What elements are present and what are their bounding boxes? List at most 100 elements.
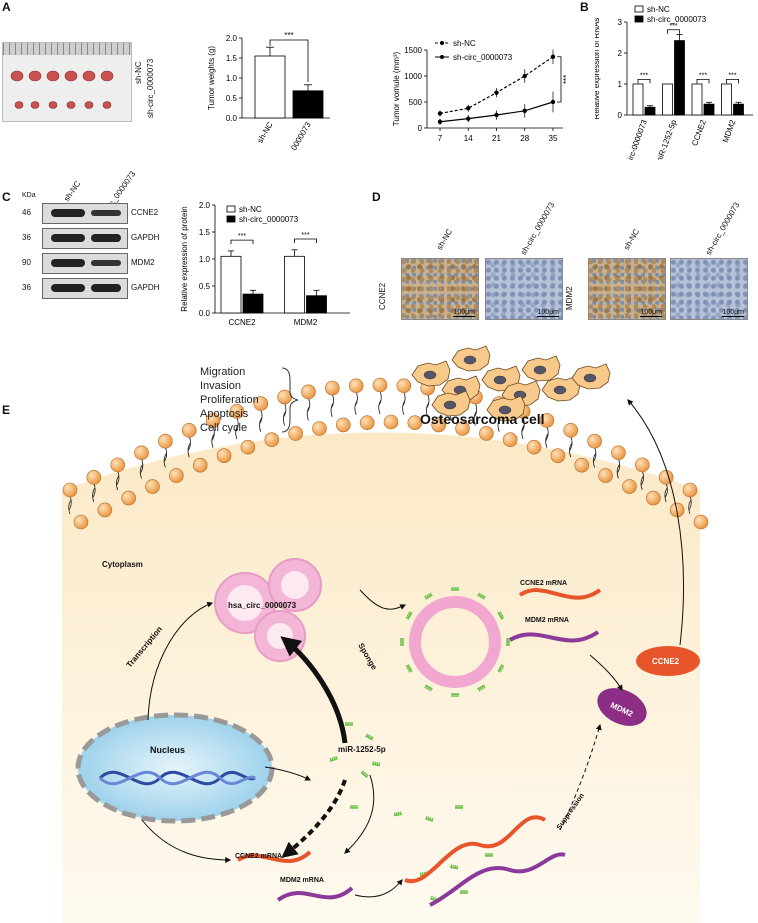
weights-ytick-label: 0.5 bbox=[226, 94, 238, 103]
photo-label-sh-nc: sh-NC bbox=[134, 61, 143, 84]
mirna-glyph bbox=[350, 805, 358, 809]
lipid-tail bbox=[569, 436, 573, 451]
lipid-tail bbox=[521, 417, 525, 432]
mirna-glyph bbox=[485, 853, 493, 857]
blot-row-mdm2 bbox=[42, 253, 128, 274]
volume-point-sh-nc bbox=[466, 106, 471, 111]
function-proliferation: Proliferation bbox=[200, 394, 259, 406]
volume-point-sh-circ-0000073 bbox=[550, 99, 556, 105]
lipid-head bbox=[86, 470, 102, 485]
mirna-glyph bbox=[451, 587, 459, 591]
protein-sig-bracket bbox=[294, 238, 317, 244]
blot-band bbox=[51, 234, 85, 242]
ccne2-protein-label: CCNE2 bbox=[652, 657, 680, 666]
lipid-tail bbox=[187, 442, 191, 458]
ccne2-mrna-label-top: CCNE2 mRNA bbox=[520, 580, 567, 587]
lipid-head bbox=[479, 426, 494, 441]
mirna-glyph bbox=[360, 770, 369, 779]
lipid-tail bbox=[235, 417, 239, 432]
protein-ylabel: Relative expression of protein bbox=[180, 206, 189, 311]
rna-sig-bracket bbox=[726, 78, 739, 84]
lipid-head bbox=[216, 448, 232, 463]
ccne2-mrna-top bbox=[518, 588, 602, 600]
mirna-glyph bbox=[497, 611, 505, 620]
panel-letter-c: C bbox=[2, 190, 11, 204]
lipid-head bbox=[301, 384, 316, 400]
rna-sig-bracket bbox=[667, 29, 680, 34]
volume-legend-marker bbox=[440, 55, 444, 59]
mdm2-mrna-label-bottom: MDM2 mRNA bbox=[280, 877, 324, 884]
rna-bar-sh-nc-mir-1252-5p bbox=[662, 83, 673, 116]
lipid-head bbox=[611, 445, 626, 461]
tumor-photo bbox=[2, 42, 132, 122]
lipid-tail bbox=[164, 447, 168, 462]
volume-point-sh-nc bbox=[437, 111, 443, 116]
lane-label-sh-nc: sh-NC bbox=[62, 179, 83, 204]
volume-xtick-label: 21 bbox=[492, 134, 501, 143]
sponge-arrow bbox=[280, 636, 348, 744]
rna-sig: *** bbox=[728, 72, 736, 79]
panel-letter-b: B bbox=[580, 0, 589, 14]
blot-band bbox=[51, 284, 85, 292]
rna-sig-bracket bbox=[637, 78, 651, 84]
rna-legend-label: sh-NC bbox=[647, 5, 670, 14]
function-brace bbox=[281, 367, 299, 433]
lipid-tail bbox=[593, 447, 597, 462]
cell-nucleus bbox=[553, 385, 567, 395]
ihc-image-ccne2-sh-nc: 100μm bbox=[401, 258, 479, 320]
blot-protein-label: GAPDH bbox=[131, 283, 160, 292]
volume-point-sh-circ-0000073 bbox=[494, 112, 499, 118]
lipid-head bbox=[253, 396, 269, 411]
mdm2-mrna-label-top: MDM2 mRNA bbox=[525, 617, 569, 624]
ccne2-mrna-bottom bbox=[236, 850, 312, 863]
rna-ytick-label: 1 bbox=[618, 80, 623, 89]
mirna-glyph bbox=[449, 864, 459, 870]
lipid-head bbox=[563, 423, 579, 438]
blot-protein-label: MDM2 bbox=[131, 258, 155, 267]
lipid-tail bbox=[330, 402, 334, 418]
volume-ytick-label: 0 bbox=[418, 124, 423, 133]
lipid-tail bbox=[688, 495, 692, 511]
volume-xtick-label: 14 bbox=[464, 134, 473, 143]
lipid-tail bbox=[378, 399, 382, 415]
mirna-glyph bbox=[430, 895, 439, 903]
lipid-head bbox=[693, 514, 709, 530]
protein-ytick-label: 0.0 bbox=[199, 309, 211, 318]
ihc-col-label: sh-circ_0000073 bbox=[704, 200, 742, 257]
lipid-head bbox=[646, 490, 661, 506]
blot-kda: 36 bbox=[22, 283, 31, 292]
protein-ytick-label: 1.0 bbox=[199, 255, 211, 264]
protein-bar-sh-nc-mdm2 bbox=[284, 255, 305, 314]
mechanism-diagram: Migration Invasion Proliferation Apoptos… bbox=[62, 345, 709, 923]
lipid-tail bbox=[235, 424, 239, 440]
ihc-col-label: sh-NC bbox=[435, 227, 455, 252]
lipid-tail bbox=[617, 458, 621, 473]
blot-row-gapdh bbox=[42, 278, 128, 299]
rna-bar-sh-circ-0000073-circ-0000073 bbox=[644, 106, 656, 116]
rna-sig: *** bbox=[699, 72, 707, 79]
mrna-to-suppression-arrow bbox=[354, 879, 403, 898]
rna-xtick-label: MDM2 bbox=[721, 118, 738, 144]
rna-legend-swatch bbox=[634, 5, 644, 13]
weights-ytick-label: 1.5 bbox=[226, 54, 238, 63]
blot-band bbox=[51, 259, 85, 267]
protein-ytick-label: 1.5 bbox=[199, 228, 211, 237]
lipid-head bbox=[192, 457, 208, 473]
nucleus bbox=[75, 712, 275, 824]
lipid-head bbox=[325, 380, 340, 396]
mdm2-mrna-top bbox=[508, 630, 600, 643]
lipid-tail bbox=[306, 406, 310, 421]
rna-xtick-label: circ-0000073 bbox=[625, 118, 649, 160]
lipid-head bbox=[145, 479, 160, 494]
protein-bar-sh-circ-0000073-mdm2 bbox=[306, 295, 327, 314]
transcription-arrow bbox=[147, 601, 214, 721]
blot-band bbox=[91, 260, 121, 266]
lipid-head bbox=[574, 457, 590, 473]
volume-line-sh-nc bbox=[439, 56, 554, 115]
rna-bar-sh-circ-0000073-ccne2 bbox=[703, 103, 715, 116]
lipid-tail bbox=[140, 458, 144, 473]
rna-sig: *** bbox=[669, 23, 677, 30]
lipid-head bbox=[682, 482, 698, 498]
volume-point-sh-nc bbox=[550, 54, 556, 59]
